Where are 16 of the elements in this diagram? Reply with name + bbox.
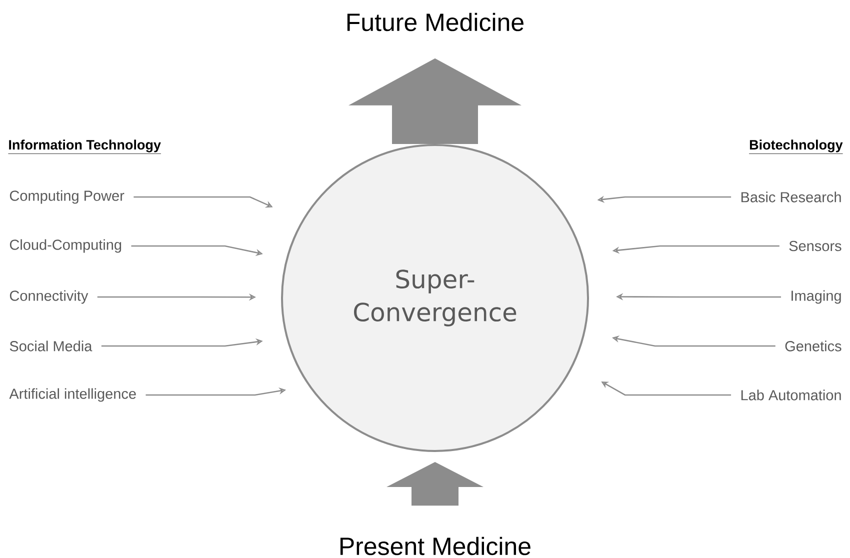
input-label: Imaging: [792, 290, 841, 304]
input-label: Social Media: [10, 340, 92, 352]
input-label: Cloud-Computing: [10, 239, 122, 253]
block-arrow: [348, 58, 522, 144]
input-label: Computing Power: [10, 190, 124, 204]
input-label: Sensors: [789, 240, 842, 252]
block-arrow: [386, 462, 484, 506]
input-label: Connectivity: [10, 290, 88, 304]
stage-title: Present Medicine: [340, 536, 530, 556]
section-heading: Biotechnology: [748, 140, 843, 154]
input-label: Artificial intelligence: [9, 388, 136, 402]
input-label: Lab Automation: [741, 390, 841, 400]
section-heading: Information Technology: [8, 140, 162, 154]
stage-title: Future Medicine: [347, 12, 524, 32]
input-label: Genetics: [785, 340, 842, 352]
input-label: Basic Research: [741, 192, 841, 202]
